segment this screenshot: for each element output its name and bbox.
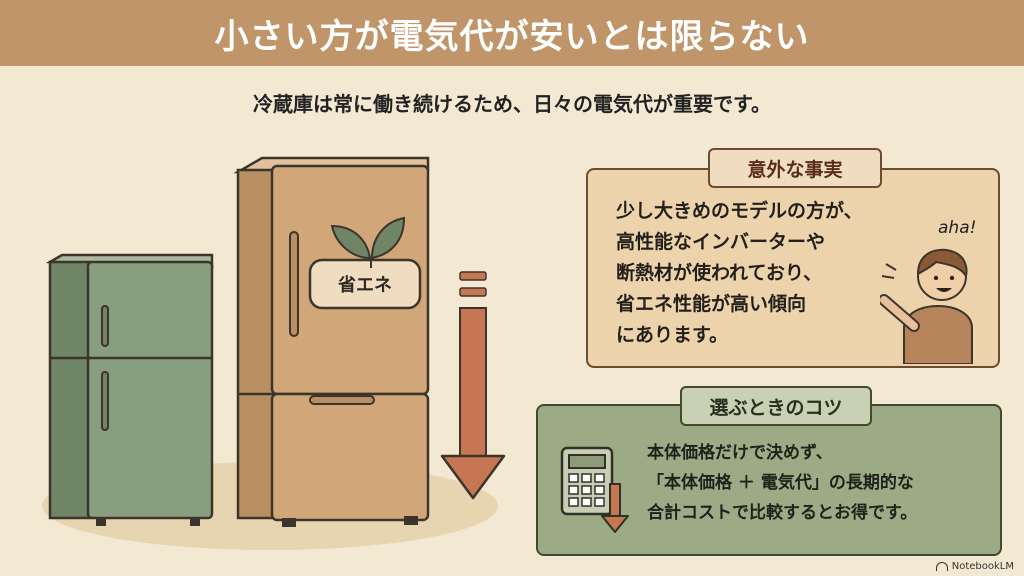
aha-exclamation: aha! [938,218,977,238]
fact-line: にあります。 [616,324,729,346]
person-illustration [880,248,973,364]
down-arrow-icon [440,271,506,500]
leaf-icon [330,224,372,260]
footer-brand-label: NotebookLM [951,561,1014,572]
fact-panel-text: 少し大きめのモデルの方が、 高性能なインバーターや 断熱材が使われており、 省エ… [616,196,926,351]
fact-line: 高性能なインバーターや [616,231,826,253]
notebooklm-logo-icon [935,562,948,571]
fact-panel-label: 意外な事実 [708,148,882,188]
tips-line: 本体価格だけで決めず、 [647,443,833,463]
tips-line: 合計コストで比較するとお得です。 [647,503,918,523]
page-title: 小さい方が電気代が安いとは限らない [214,16,810,57]
eco-badge-label: 省エネ [338,275,392,296]
footer-brand: NotebookLM [935,561,1014,572]
eco-badge [308,216,422,310]
title-bar: 小さい方が電気代が安いとは限らない [0,0,1024,66]
large-fridge-illustration [233,156,430,527]
tips-panel [536,404,1002,556]
fridge-illustration [42,156,506,550]
tips-panel-text: 本体価格だけで決めず、 「本体価格 ＋ 電気代」の長期的な 合計コストで比較する… [647,438,987,528]
calculator-icon [560,446,629,533]
tips-line: 「本体価格 ＋ 電気代」の長期的な [647,473,914,493]
fact-line: 断熱材が使われており、 [616,262,823,284]
tips-panel-label: 選ぶときのコツ [680,386,872,426]
small-fridge-illustration [45,253,214,526]
fact-line: 少し大きめのモデルの方が、 [616,200,863,222]
subtitle: 冷蔵庫は常に働き続けるため、日々の電気代が重要です。 [253,92,771,116]
fact-line: 省エネ性能が高い傾向 [616,293,807,315]
